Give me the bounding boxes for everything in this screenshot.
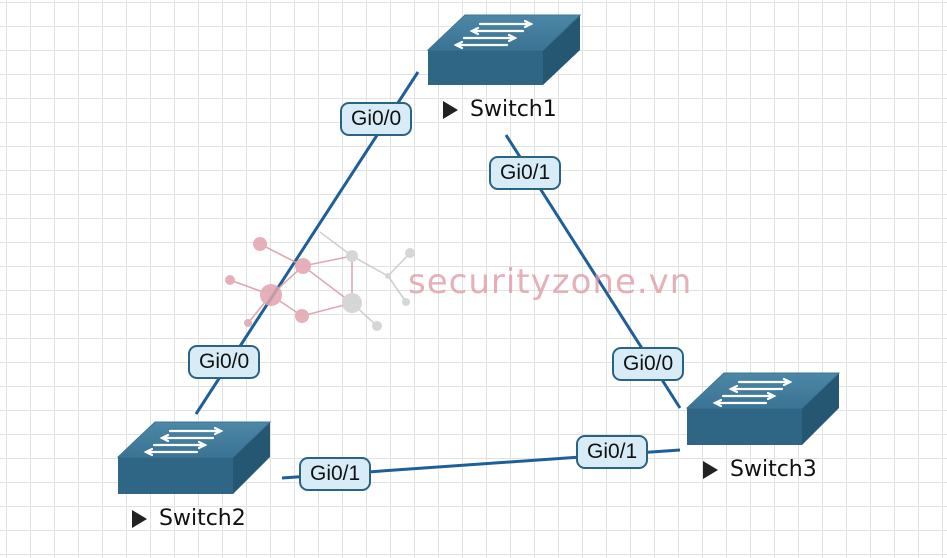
- switch3-icon[interactable]: [685, 372, 841, 445]
- port-label-switch3-gi0-1[interactable]: Gi0/1: [576, 435, 649, 469]
- watermark-text: securityzone.vn: [408, 262, 693, 302]
- port-label-switch1-gi0-0[interactable]: Gi0/0: [340, 102, 413, 136]
- device-name: Switch2: [159, 506, 246, 531]
- device-label-switch3[interactable]: Switch3: [703, 457, 817, 482]
- port-label-switch3-gi0-0[interactable]: Gi0/0: [612, 347, 685, 381]
- device-name: Switch3: [730, 457, 817, 482]
- port-label-switch2-gi0-1[interactable]: Gi0/1: [299, 457, 372, 491]
- play-icon: [132, 509, 147, 528]
- play-icon: [443, 100, 458, 119]
- switch2-icon[interactable]: [116, 421, 272, 494]
- port-label-switch1-gi0-1[interactable]: Gi0/1: [489, 156, 562, 190]
- device-label-switch1[interactable]: Switch1: [443, 97, 557, 122]
- switch1-icon[interactable]: [426, 14, 582, 85]
- play-icon: [703, 460, 718, 479]
- network-nodes-logo: [225, 231, 415, 331]
- device-name: Switch1: [470, 97, 557, 122]
- port-label-switch2-gi0-0[interactable]: Gi0/0: [188, 345, 261, 379]
- device-label-switch2[interactable]: Switch2: [132, 506, 246, 531]
